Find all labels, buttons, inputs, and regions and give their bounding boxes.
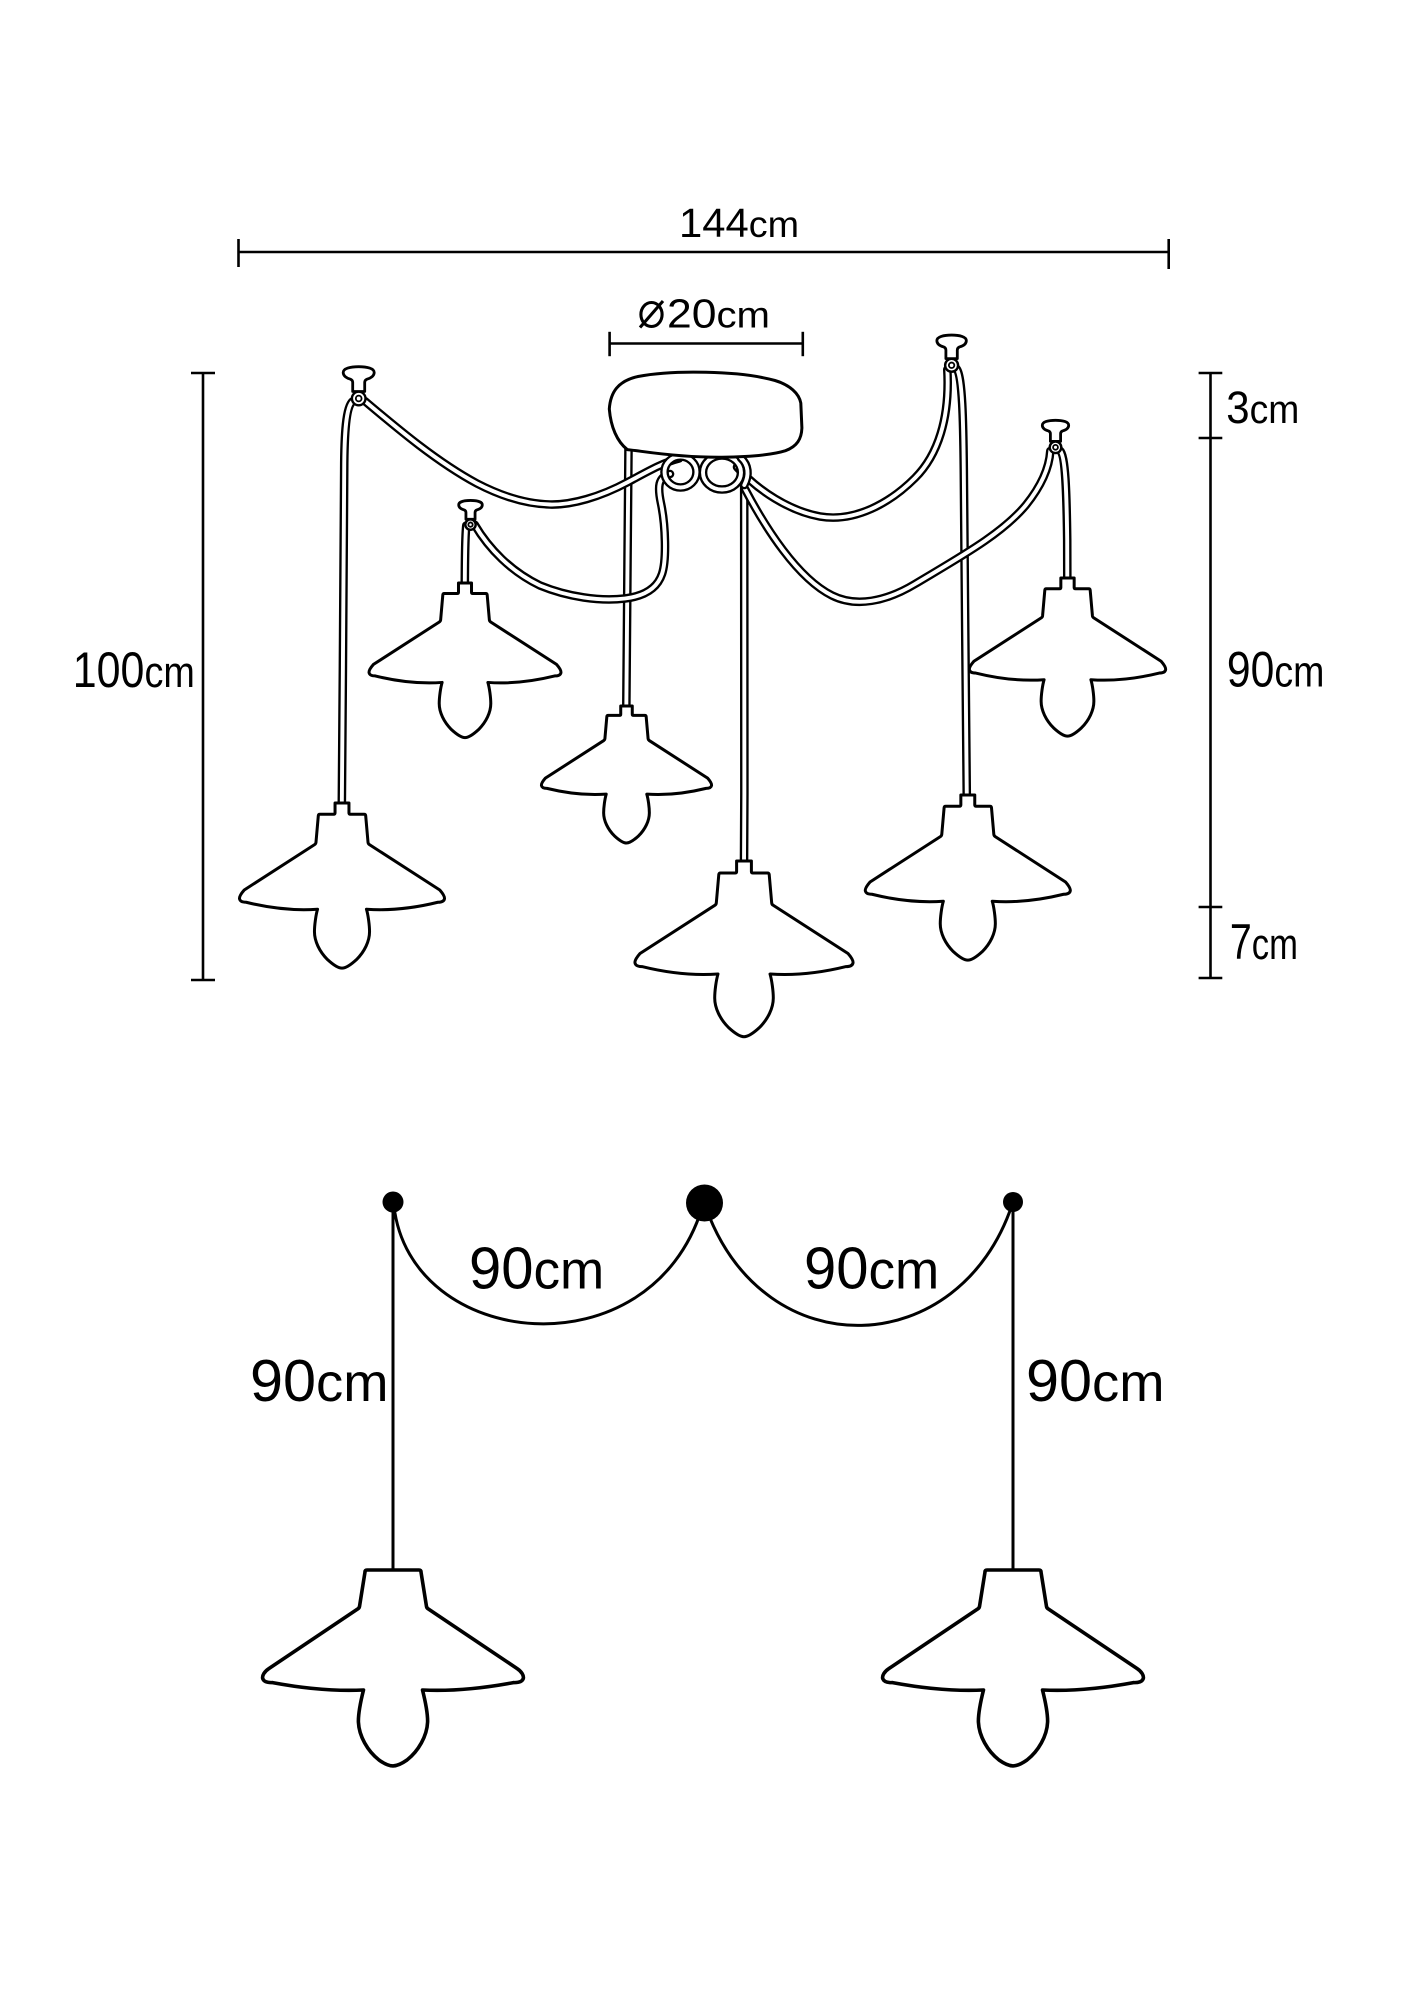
- svg-text:90cm: 90cm: [469, 1236, 604, 1302]
- svg-text:90cm: 90cm: [250, 1348, 389, 1414]
- svg-text:7cm: 7cm: [1230, 914, 1298, 970]
- svg-text:100cm: 100cm: [73, 642, 195, 698]
- svg-text:90cm: 90cm: [1227, 642, 1325, 698]
- svg-text:144cm: 144cm: [679, 200, 799, 246]
- svg-text:90cm: 90cm: [1026, 1348, 1165, 1414]
- svg-text:3cm: 3cm: [1226, 382, 1299, 433]
- svg-text:90cm: 90cm: [804, 1236, 939, 1302]
